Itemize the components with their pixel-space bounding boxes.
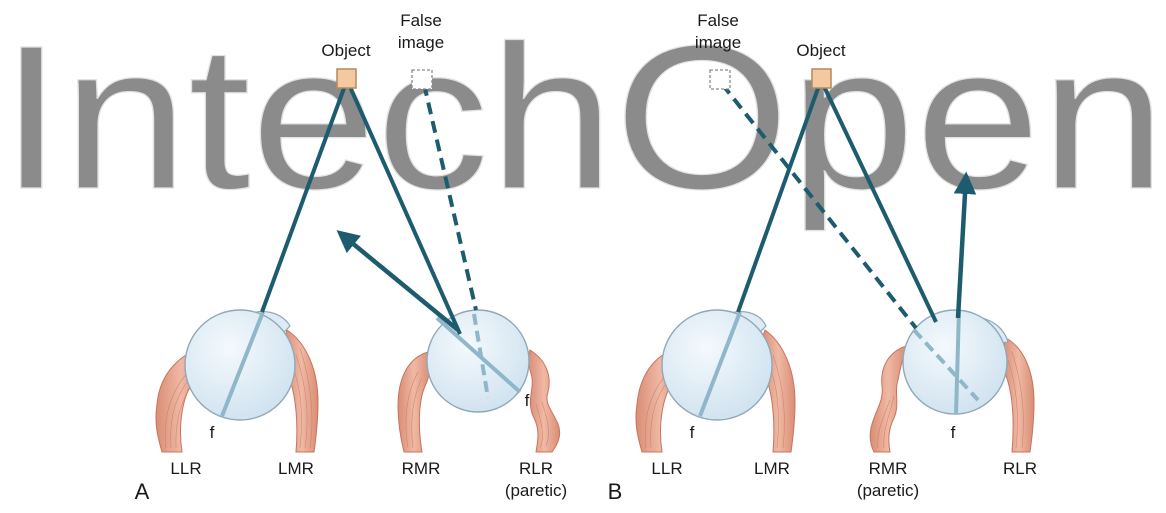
watermark: IntechOpen bbox=[0, 3, 1166, 232]
false-image-box-a bbox=[412, 70, 432, 89]
object-box-b bbox=[812, 69, 831, 88]
false-image-label-b-line1: False bbox=[697, 11, 739, 30]
false-image-label-a-line1: False bbox=[400, 11, 442, 30]
false-image-label-b-line2: image bbox=[695, 33, 741, 52]
deviation-arrow-a bbox=[340, 233, 458, 330]
paretic-note-b: (paretic) bbox=[857, 481, 919, 500]
panel-letter-b: B bbox=[608, 479, 623, 504]
muscle-rmr-b bbox=[870, 346, 906, 452]
muscle-label-rlr-a: RLR bbox=[519, 459, 553, 478]
muscle-label-lmr-a: LMR bbox=[278, 459, 314, 478]
paretic-note-a: (paretic) bbox=[505, 481, 567, 500]
object-label-b: Object bbox=[796, 41, 845, 60]
muscle-label-lmr-b: LMR bbox=[754, 459, 790, 478]
fovea-label-left-a: f bbox=[210, 423, 215, 442]
fovea-label-left-b: f bbox=[690, 423, 695, 442]
object-box-a bbox=[337, 69, 356, 88]
muscle-label-rmr-b: RMR bbox=[869, 459, 908, 478]
muscle-label-rmr-a: RMR bbox=[402, 459, 441, 478]
false-image-label-a-line2: image bbox=[398, 33, 444, 52]
watermark-text: IntechOpen bbox=[0, 3, 1166, 232]
left-eye-b bbox=[662, 310, 772, 420]
fovea-label-right-b: f bbox=[951, 423, 956, 442]
muscle-label-rlr-b: RLR bbox=[1003, 459, 1037, 478]
fovea-label-right-a: f bbox=[525, 391, 530, 410]
muscle-rlr-a bbox=[528, 350, 559, 452]
muscle-label-llr-b: LLR bbox=[651, 459, 682, 478]
false-image-box-b bbox=[710, 70, 730, 89]
object-label-a: Object bbox=[321, 41, 370, 60]
muscle-label-llr-a: LLR bbox=[170, 459, 201, 478]
muscle-rlr-b bbox=[1003, 338, 1034, 452]
panel-letter-a: A bbox=[135, 479, 150, 504]
